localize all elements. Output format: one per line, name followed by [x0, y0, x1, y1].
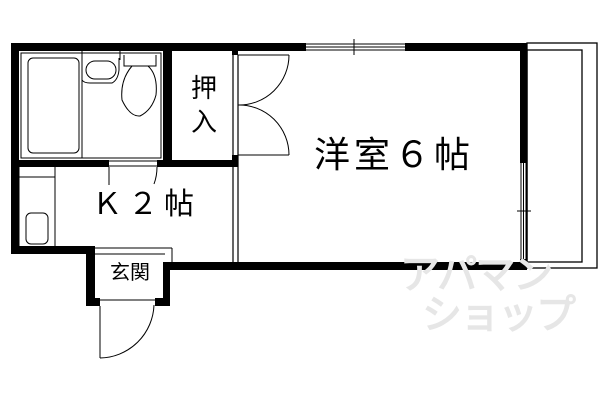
kitchen-label: Ｋ２帖 [92, 187, 200, 222]
watermark-line1: アパマン [400, 252, 553, 298]
bathtub [27, 57, 80, 154]
refrigerator-or-washer [25, 212, 49, 245]
entrance-door [93, 247, 173, 359]
entrance-label: 玄関 [110, 260, 150, 284]
closet-doors [237, 54, 290, 156]
toilet [123, 55, 157, 67]
watermark-line2: ショップ [422, 292, 576, 338]
closet-label: 押入 [190, 74, 217, 138]
right-window [517, 163, 531, 260]
top-window [306, 39, 405, 55]
kitchen-fixtures [18, 160, 158, 246]
watermark-logo: アパマン ショップ [400, 255, 580, 335]
western-room-label: 洋室６帖 [314, 135, 475, 176]
sink [81, 58, 120, 84]
partition [232, 55, 239, 262]
balcony [526, 42, 598, 269]
bathroom-fixtures [20, 50, 162, 159]
walls [11, 43, 527, 306]
